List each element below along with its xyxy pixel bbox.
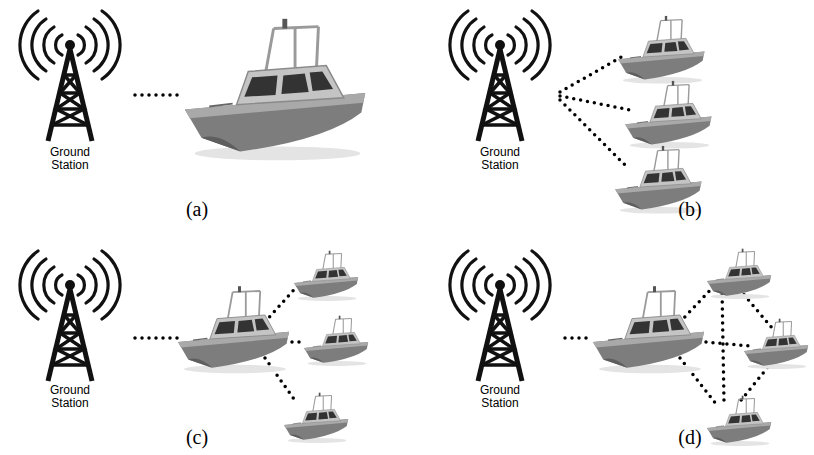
boat-icon xyxy=(294,251,358,301)
boat-icon xyxy=(744,319,808,369)
station-label: Ground Station xyxy=(46,384,94,410)
station-label: Ground Station xyxy=(476,384,524,410)
boat-icon xyxy=(178,286,289,373)
boat-icon xyxy=(304,316,368,366)
dotted-links xyxy=(565,284,772,404)
dotted-links xyxy=(560,55,630,165)
boat-icon xyxy=(707,249,771,299)
boat-icon xyxy=(618,16,704,84)
dotted-links xyxy=(135,283,305,402)
ground-station-icon xyxy=(20,11,120,141)
ground-station-icon xyxy=(20,251,120,381)
boat-icon xyxy=(284,393,348,443)
station-label: Ground Station xyxy=(46,146,94,172)
panel-label: (d) xyxy=(678,426,701,448)
ground-station-icon xyxy=(450,251,550,381)
panel-label: (b) xyxy=(678,198,701,220)
ground-station-icon xyxy=(450,11,550,141)
boat-icon xyxy=(707,396,771,446)
boat-icon xyxy=(625,81,711,149)
station-label: Ground Station xyxy=(476,146,524,172)
boat-icon xyxy=(593,286,704,373)
panel-label: (a) xyxy=(186,198,208,220)
dotted-links xyxy=(135,93,180,97)
boat-icon xyxy=(185,19,365,160)
panel-label: (c) xyxy=(186,426,208,448)
